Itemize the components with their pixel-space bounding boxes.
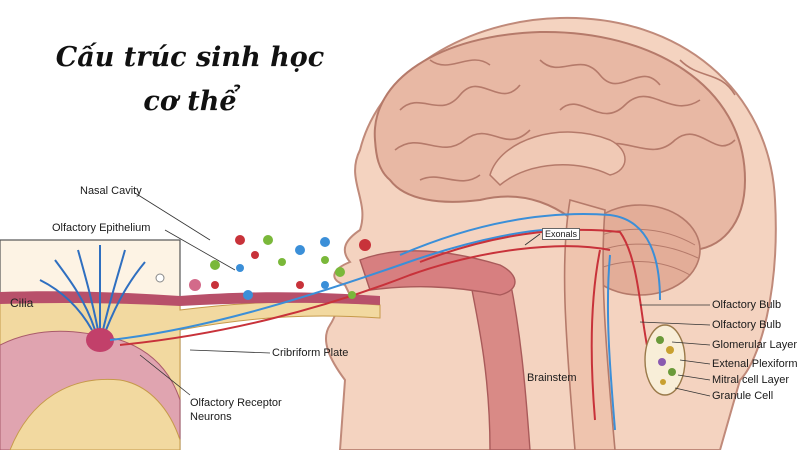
label-olfactory-bulb-1: Olfactory Bulb [712,299,782,311]
label-nasal-cavity: Nasal Cavity [80,185,142,197]
label-cilia: Cilia [10,296,34,310]
label-olfactory-receptor: Olfactory Receptor [190,397,282,409]
label-brainstem: Brainstem [527,372,577,384]
label-neurons: Neurons [190,411,232,423]
label-exonals: Exonals [542,228,581,240]
corpus-callosum [489,131,626,187]
label-mitral-cell-layer: Mitral cell Layer [712,374,790,386]
inset-tissue-2 [9,378,181,450]
leader-lines [134,192,711,397]
olfactory-nerves [109,213,661,431]
label-cribriform-plate: Cribriform Plate [272,347,349,359]
title-line-2: cơ thể [143,86,237,117]
brainstem-shape [563,198,616,450]
nasal-passage [359,250,516,296]
odor-molecules [155,235,371,300]
cilia-strands [39,245,146,331]
receptor-neuron [86,328,114,352]
brain-folds [394,59,736,182]
bulb-cells [656,336,676,385]
throat [469,279,531,450]
page-title: Cấu trúc sinh học cơ thể [40,36,340,124]
label-granule-cell: Granule Cell [712,390,774,402]
label-external-plexiform: Extenal Plexiform [712,358,798,370]
title-line-1: Cấu trúc sinh học [55,42,325,73]
label-olfactory-bulb-2: Olfactory Bulb [712,319,782,331]
label-olfactory-epithelium: Olfactory Epithelium [52,222,151,234]
label-glomerular-layer: Glomerular Layer [712,339,797,351]
